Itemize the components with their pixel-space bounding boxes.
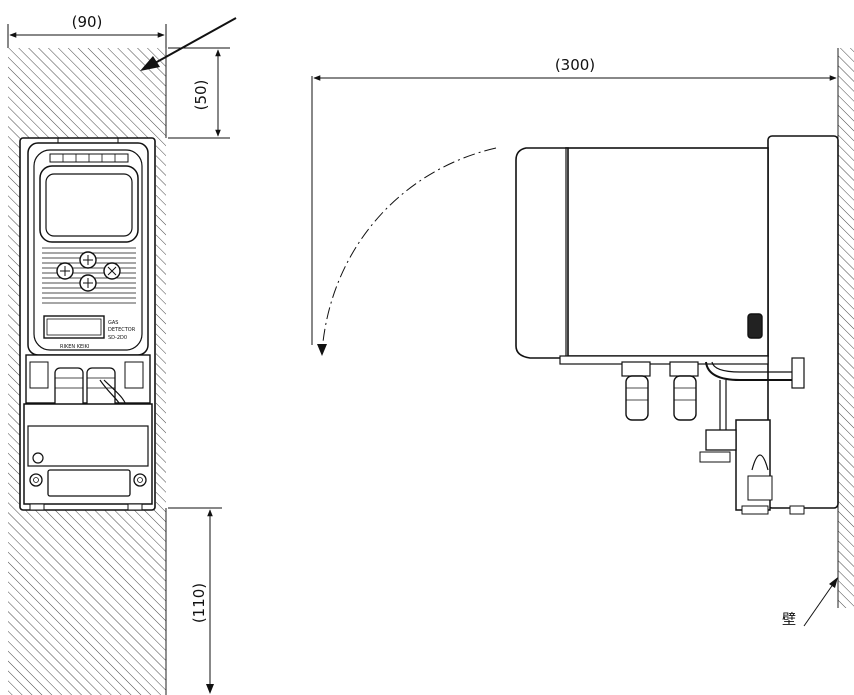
top-clearance-dimension: (50) bbox=[168, 47, 230, 139]
device-name-line2: DETECTOR bbox=[108, 327, 136, 333]
width-dimension-label: (90) bbox=[72, 13, 103, 31]
device-name-line1: GAS bbox=[108, 320, 118, 326]
device-maker: RIKEN KEIKI bbox=[60, 344, 89, 350]
device-name-plate-text: GAS DETECTOR SD-2D0 RIKEN KEIKI bbox=[60, 320, 136, 350]
device-model: SD-2D0 bbox=[108, 335, 127, 341]
depth-dimension: (300) bbox=[311, 56, 837, 345]
depth-dimension-label: (300) bbox=[555, 56, 595, 74]
wall-label: 壁 bbox=[782, 612, 796, 628]
door-swing-arc bbox=[317, 147, 497, 356]
right-wall bbox=[837, 48, 854, 608]
bottom-clearance-dimension: (110) bbox=[168, 507, 222, 694]
device-front-view bbox=[19, 137, 156, 511]
bottom-clearance-label: (110) bbox=[190, 583, 208, 623]
top-clearance-label: (50) bbox=[192, 80, 210, 111]
device-side-view bbox=[515, 135, 839, 515]
wall-callout: 壁 bbox=[782, 577, 838, 628]
width-dimension: (90) bbox=[7, 13, 167, 48]
pointer-arrow bbox=[140, 17, 237, 71]
